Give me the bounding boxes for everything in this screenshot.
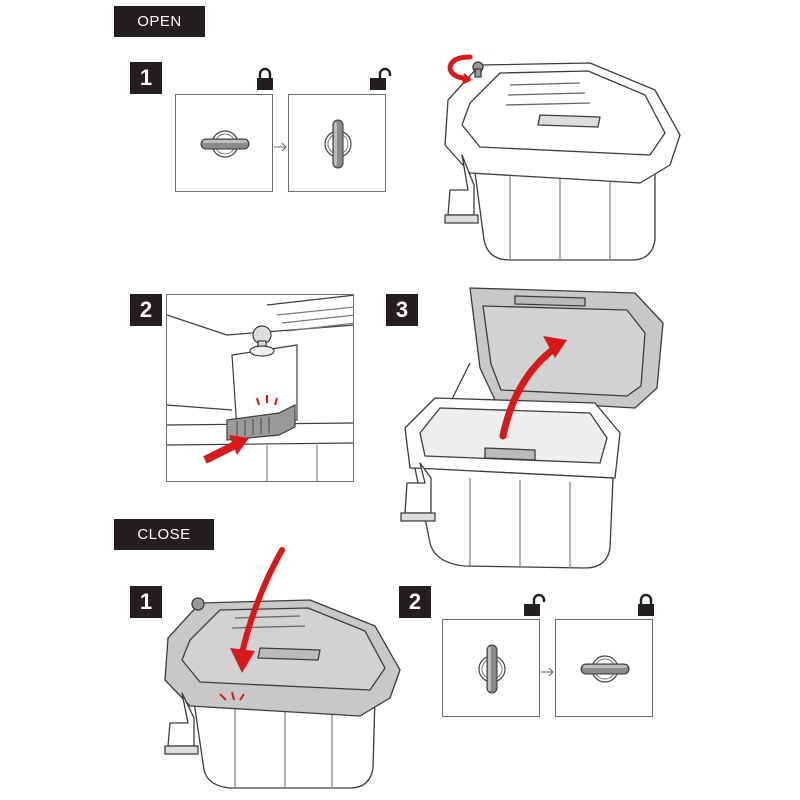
lock-closed-icon: [257, 67, 273, 90]
close-section-label: CLOSE: [114, 519, 214, 550]
knob-locked-panel: [175, 94, 273, 192]
rotate-arrow-icon: [447, 54, 473, 82]
open-lid-box-illustration: [400, 287, 664, 569]
knob-horizontal-icon-2: [580, 655, 630, 683]
close-step-2-number: 2: [399, 586, 431, 618]
knob-vertical-icon-2: [478, 644, 506, 694]
knob-unlocked-panel: [288, 94, 386, 192]
lock-open-icon-2: [524, 593, 546, 616]
closed-box-key-illustration: [444, 54, 681, 261]
lock-open-icon: [370, 67, 392, 90]
open-step-3-number: 3: [386, 294, 418, 326]
arrow-right-icon: [274, 142, 287, 152]
open-step-2-number: 2: [130, 294, 162, 326]
lock-closed-icon-2: [638, 593, 654, 616]
open-section-label: OPEN: [114, 6, 205, 37]
arrow-right-icon-2: [541, 667, 554, 677]
closing-lid-box-illustration: [164, 547, 401, 789]
knob-unlocked-panel-2: [442, 619, 540, 717]
close-step-1-number: 1: [130, 586, 162, 618]
knob-horizontal-icon: [200, 130, 250, 158]
latch-detail-illustration: [167, 295, 353, 481]
open-step-1-number: 1: [130, 62, 162, 94]
latch-press-panel: [166, 294, 354, 482]
knob-vertical-icon: [324, 119, 352, 169]
knob-locked-panel-2: [555, 619, 653, 717]
